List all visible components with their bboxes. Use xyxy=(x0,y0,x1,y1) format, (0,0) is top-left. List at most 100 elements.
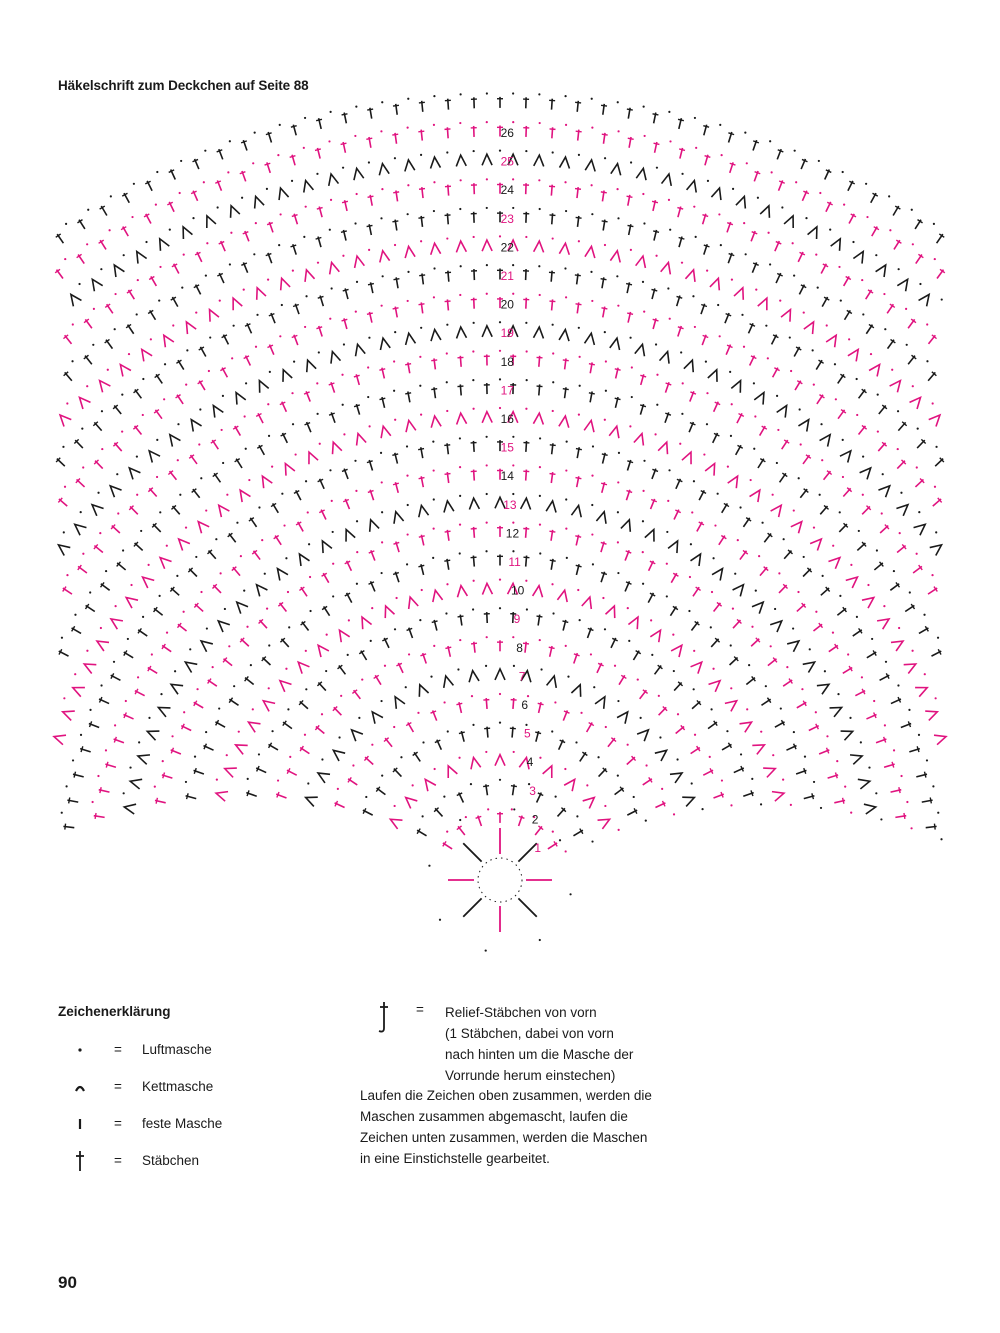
stitch-bar xyxy=(248,517,255,522)
chain-dot xyxy=(908,708,911,711)
stitch-fan xyxy=(345,527,356,542)
legend-eq: = xyxy=(114,1042,122,1057)
chain-dot xyxy=(216,206,219,209)
stitch-bar xyxy=(190,190,197,195)
stitch-fan xyxy=(933,734,948,746)
stitch-bar xyxy=(662,706,668,712)
stitch-bar xyxy=(54,268,61,274)
chain-dot xyxy=(688,609,691,613)
chain-dot xyxy=(643,310,646,313)
stitch-bar xyxy=(553,841,558,847)
round-6 xyxy=(303,664,704,811)
chain-dot xyxy=(692,295,695,298)
chain-dot xyxy=(380,699,383,703)
stitch-bar xyxy=(110,524,116,530)
chain-dot xyxy=(751,625,754,628)
chain-dot xyxy=(168,228,171,231)
stitch-bar xyxy=(579,828,584,835)
chain-dot xyxy=(753,447,756,450)
chain-dot xyxy=(459,179,462,182)
round-label-17: 17 xyxy=(501,383,515,397)
chain-dot xyxy=(593,686,596,689)
chain-dot xyxy=(798,408,801,411)
stitch-bar xyxy=(825,169,832,174)
stitch-bar xyxy=(363,755,369,762)
stitch-bar xyxy=(187,567,194,573)
chain-dot xyxy=(748,664,751,667)
chain-dot xyxy=(836,760,839,763)
double-crochet-icon xyxy=(76,1151,84,1171)
chain-dot xyxy=(917,733,921,736)
chain-dot xyxy=(355,192,358,196)
chain-dot xyxy=(765,324,768,327)
chain-dot xyxy=(693,733,697,736)
chain-dot xyxy=(279,335,282,338)
stitch-bar xyxy=(727,742,733,749)
chain-dot xyxy=(655,254,658,257)
chain-dot xyxy=(769,263,772,266)
chain-dot xyxy=(891,368,894,371)
stitch-bar xyxy=(801,158,808,163)
stitch-bar xyxy=(220,367,226,372)
chain-dot xyxy=(184,780,188,784)
chain-dot xyxy=(661,787,664,790)
chain-dot xyxy=(352,764,355,767)
stitch-bar xyxy=(153,408,160,414)
chain-dot xyxy=(218,299,221,302)
chain-dot xyxy=(147,563,150,566)
chain-dot xyxy=(691,511,694,514)
chain-dot xyxy=(850,563,853,566)
round-10 xyxy=(184,550,823,810)
chain-dot xyxy=(577,153,581,156)
chain-dot xyxy=(332,595,335,598)
stitch-bar xyxy=(694,620,700,626)
chain-dot xyxy=(458,552,461,555)
stitch-bar xyxy=(444,271,452,274)
stitch-fan xyxy=(95,640,110,652)
chain-dot xyxy=(575,741,578,744)
stitch-bar xyxy=(873,226,880,231)
stitch-fan xyxy=(669,772,684,784)
stitch-bar xyxy=(559,739,566,744)
chain-dot xyxy=(380,481,383,484)
stitch-bar xyxy=(901,543,907,550)
chain-dot xyxy=(341,166,345,169)
chain-dot xyxy=(876,393,879,396)
stitch-fan xyxy=(162,333,175,348)
stitch-bar xyxy=(635,650,642,655)
chain-dot xyxy=(616,101,619,104)
stitch-fan xyxy=(404,796,418,809)
round-23 xyxy=(63,178,937,345)
chain-dot xyxy=(271,465,274,468)
stitch-bar xyxy=(653,142,660,146)
chain-dot xyxy=(419,153,423,156)
chain-dot xyxy=(294,453,297,456)
stitch-bar xyxy=(92,421,99,427)
chain-dot xyxy=(355,582,359,585)
stitch-bar xyxy=(672,572,679,577)
stitch-bar xyxy=(759,458,766,463)
chain-dot xyxy=(617,571,620,575)
stitch-fan xyxy=(303,796,318,807)
chain-dot xyxy=(856,413,859,417)
stitch-fan xyxy=(73,523,87,536)
chain-dot xyxy=(231,357,234,360)
chain-dot xyxy=(881,473,884,476)
chain-dot xyxy=(393,628,397,631)
stitch-bar xyxy=(375,786,381,792)
stitch-bar xyxy=(318,509,325,514)
round-label-6: 6 xyxy=(521,698,528,712)
stitch-bar xyxy=(353,404,361,408)
chain-dot xyxy=(74,673,77,676)
chain-dot xyxy=(369,639,372,643)
stitch-bar xyxy=(923,771,927,778)
stitch-bar xyxy=(123,650,128,656)
stitch-bar xyxy=(282,720,287,727)
chain-dot xyxy=(931,402,934,405)
chain-dot xyxy=(498,378,502,381)
stitch-bar xyxy=(733,656,739,662)
stitch-bar xyxy=(872,650,877,656)
chain-dot xyxy=(812,780,816,784)
stitch-fan xyxy=(261,699,276,712)
stitch-fan xyxy=(417,503,430,518)
